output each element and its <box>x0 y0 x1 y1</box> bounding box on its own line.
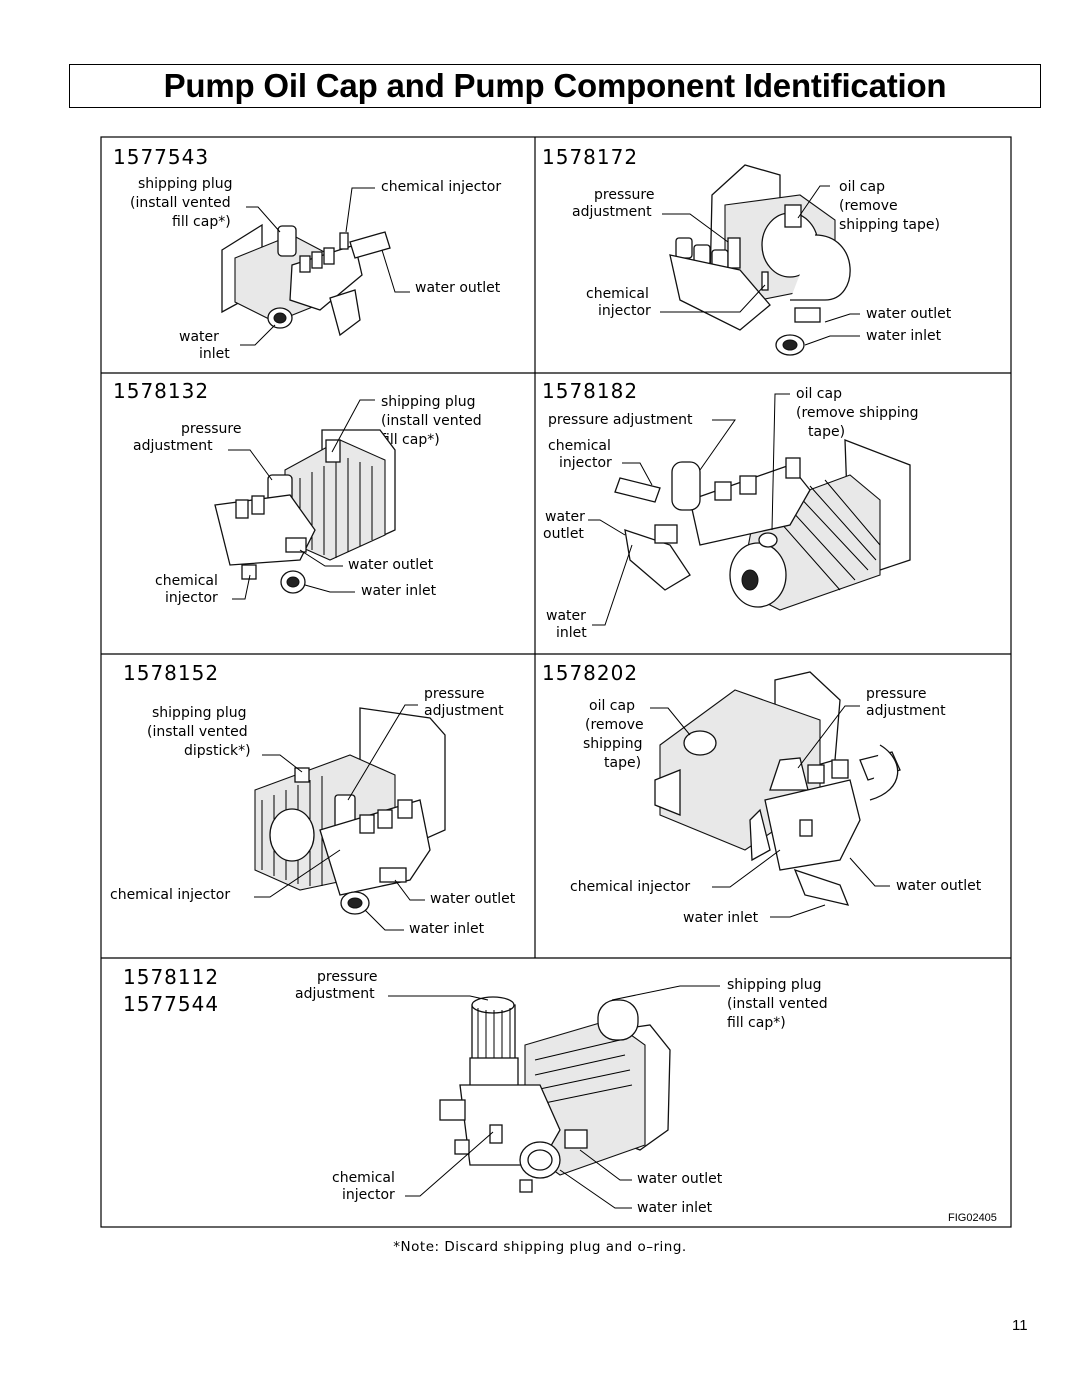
label-water-inlet: water inlet <box>683 910 759 926</box>
panel-1578202: 1578202 oil cap (remove shipping tape) p… <box>542 661 982 926</box>
diagram-grid <box>100 136 1012 1228</box>
panel-1578172: 1578172 pressure adjustment oil cap (rem… <box>542 145 952 356</box>
label-water-outlet: water outlet <box>348 557 434 573</box>
label-chemical-injector: chemical injector <box>110 887 230 903</box>
label-oil-cap: oil cap <box>839 179 885 195</box>
label-install-vented: (install vented <box>381 413 482 429</box>
panel-1578152: 1578152 pressure adjustment shipping plu… <box>110 661 516 937</box>
label-shipping: shipping <box>583 736 642 752</box>
model-number: 1578132 <box>113 379 209 403</box>
figure-code: FIG02405 <box>948 1212 997 1224</box>
label-adjustment: adjustment <box>295 986 375 1002</box>
footnote: *Note: Discard shipping plug and o–ring. <box>393 1239 687 1255</box>
label-install-vented: (install vented <box>147 724 248 740</box>
pump-illustration <box>614 439 911 611</box>
label-chemical: chemical <box>586 286 649 302</box>
panel-1577543: 1577543 shipping plug (install vented fi… <box>113 145 501 362</box>
label-pressure: pressure <box>317 969 377 985</box>
label-water-outlet: water outlet <box>415 280 501 296</box>
label-adjustment: adjustment <box>424 703 504 719</box>
label-water-outlet: water outlet <box>637 1171 723 1187</box>
pump-illustration <box>254 707 446 915</box>
label-fill-cap: fill cap*) <box>172 214 231 230</box>
model-number: 1578182 <box>542 379 638 403</box>
label-pressure: pressure <box>181 421 241 437</box>
model-number: 1578172 <box>542 145 638 169</box>
label-adjustment: adjustment <box>572 204 652 220</box>
model-number: 1578112 <box>123 965 219 989</box>
pump-illustration <box>214 429 396 594</box>
label-remove: (remove <box>585 717 644 733</box>
label-remove-shipping: (remove shipping <box>796 405 919 421</box>
label-oil-cap: oil cap <box>796 386 842 402</box>
pump-illustration <box>221 223 391 337</box>
page-number: 11 <box>1012 1317 1028 1334</box>
label-water-inlet: water inlet <box>409 921 485 937</box>
panel-1578132: 1578132 shipping plug (install vented fi… <box>113 379 482 606</box>
label-oil-cap: oil cap <box>589 698 635 714</box>
label-inlet: inlet <box>199 346 230 362</box>
label-shipping-plug: shipping plug <box>727 977 821 993</box>
label-install-vented: (install vented <box>130 195 231 211</box>
label-inlet: inlet <box>556 625 587 641</box>
label-shipping-plug: shipping plug <box>152 705 246 721</box>
label-tape: tape) <box>604 755 641 771</box>
label-water-inlet: water inlet <box>866 328 942 344</box>
label-pressure: pressure <box>866 686 926 702</box>
label-outlet: outlet <box>543 526 584 542</box>
label-dipstick: dipstick*) <box>184 743 251 759</box>
label-chemical-injector: chemical injector <box>381 179 501 195</box>
label-water-inlet: water inlet <box>361 583 437 599</box>
label-chemical: chemical <box>332 1170 395 1186</box>
pump-illustration <box>439 996 671 1193</box>
label-water-outlet: water outlet <box>896 878 982 894</box>
label-chemical: chemical <box>155 573 218 589</box>
label-water: water <box>545 509 585 525</box>
label-water-2: water <box>546 608 586 624</box>
label-water: water <box>179 329 219 345</box>
label-water-outlet: water outlet <box>866 306 952 322</box>
label-pressure: pressure <box>594 187 654 203</box>
model-number: 1578202 <box>542 661 638 685</box>
label-shipping-tape: shipping tape) <box>839 217 940 233</box>
pump-illustration <box>654 671 901 906</box>
label-install-vented: (install vented <box>727 996 828 1012</box>
label-injector: injector <box>559 455 612 471</box>
title-box: Pump Oil Cap and Pump Component Identifi… <box>69 64 1041 108</box>
panel-1578112-1577544: 1578112 1577544 pressure adjustment ship… <box>123 965 997 1224</box>
model-number-2: 1577544 <box>123 992 219 1016</box>
panel-1578182: 1578182 oil cap (remove shipping tape) p… <box>542 379 919 641</box>
label-tape: tape) <box>808 424 845 440</box>
label-injector: injector <box>342 1187 395 1203</box>
label-remove: (remove <box>839 198 898 214</box>
label-chemical: chemical <box>548 438 611 454</box>
model-number: 1577543 <box>113 145 209 169</box>
pump-illustration <box>669 164 851 356</box>
label-pressure-adjustment: pressure adjustment <box>548 412 693 428</box>
page-title: Pump Oil Cap and Pump Component Identifi… <box>163 67 947 104</box>
model-number: 1578152 <box>123 661 219 685</box>
label-water-inlet: water inlet <box>637 1200 713 1216</box>
label-chemical-injector: chemical injector <box>570 879 690 895</box>
label-injector: injector <box>598 303 651 319</box>
label-water-outlet: water outlet <box>430 891 516 907</box>
label-adjustment: adjustment <box>866 703 946 719</box>
label-shipping-plug: shipping plug <box>138 176 232 192</box>
label-fill-cap: fill cap*) <box>727 1015 786 1031</box>
label-adjustment: adjustment <box>133 438 213 454</box>
label-fill-cap: fill cap*) <box>381 432 440 448</box>
label-pressure: pressure <box>424 686 484 702</box>
label-shipping-plug: shipping plug <box>381 394 475 410</box>
label-injector: injector <box>165 590 218 606</box>
